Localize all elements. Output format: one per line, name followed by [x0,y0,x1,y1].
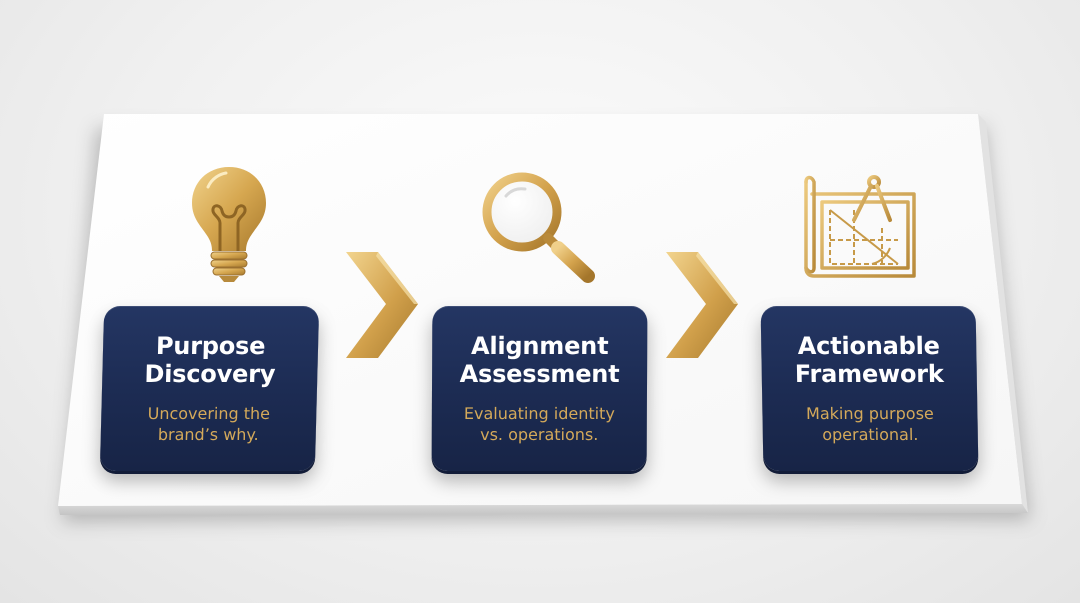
step-description: Making purpose operational. [805,404,934,444]
chevron-right-icon [666,252,738,358]
step-card-actionable-framework: Actionable Framework Making purpose oper… [760,306,979,471]
magnifying-glass-icon [482,172,595,283]
step-description: Uncovering the brand’s why. [147,404,271,444]
step-card-alignment-assessment: Alignment Assessment Evaluating identity… [431,306,648,471]
blueprint-compass-icon [804,171,916,278]
step-title: Alignment Assessment [459,332,620,388]
lightbulb-icon [192,167,266,282]
step-title: Actionable Framework [794,332,944,388]
step-card-purpose-discovery: Purpose Discovery Uncovering the brand’s… [99,306,320,471]
chevron-right-icon [346,252,418,358]
step-title: Purpose Discovery [144,332,276,388]
step-description: Evaluating identity vs. operations. [463,404,615,444]
